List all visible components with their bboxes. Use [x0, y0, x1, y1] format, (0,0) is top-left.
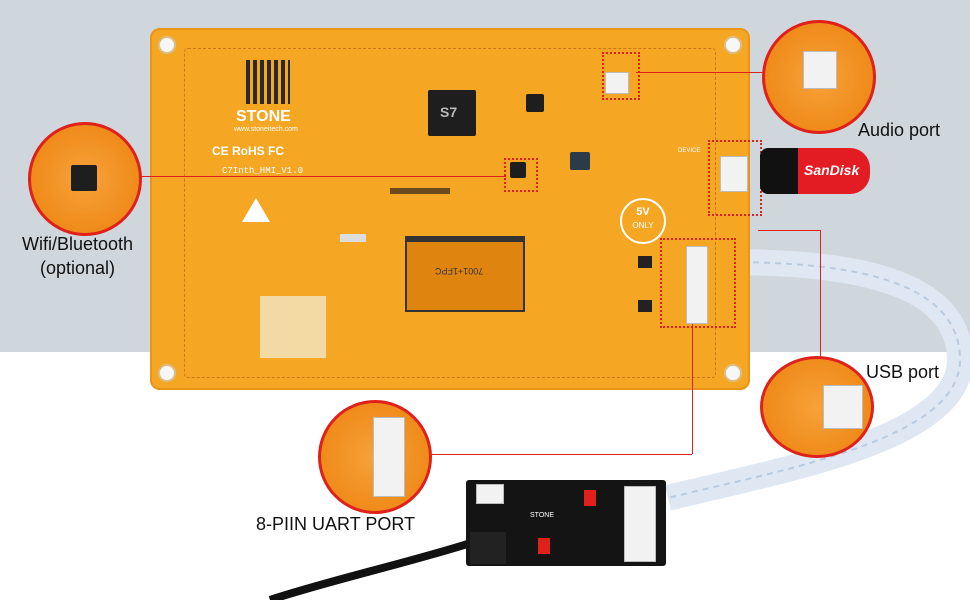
uart-connector: [686, 246, 708, 324]
mount-hole: [158, 364, 176, 382]
uart-port-label: 8-PIIN UART PORT: [256, 514, 416, 534]
usb-port-zoom: [760, 356, 874, 458]
uart-port-zoom: [318, 400, 432, 514]
audio-port-label: Audio port: [858, 120, 941, 140]
device-silkscreen: DEVICE: [678, 148, 701, 154]
main-processor-chip: S7: [428, 90, 476, 136]
qr-code: [246, 60, 290, 104]
usb-port: [720, 156, 748, 192]
inductor: [570, 152, 590, 170]
wifi-optional-label: (optional): [40, 258, 116, 278]
dc-jack: [470, 532, 506, 564]
usb-leader-line: [820, 230, 821, 358]
wifi-highlight: [504, 158, 538, 192]
uart-leader-line: [420, 454, 692, 455]
chip-label: S7: [440, 104, 458, 120]
5v-value: 5V: [636, 206, 650, 218]
usb-drive-brand: SanDisk: [804, 162, 860, 178]
mini-usb-port: [476, 484, 504, 504]
mount-hole: [158, 36, 176, 54]
wifi-zoom: [28, 122, 142, 236]
wifi-leader-line: [120, 176, 506, 177]
small-connector: [340, 234, 366, 242]
jumper: [584, 490, 596, 506]
fpc-label: 7001+1FPC: [435, 266, 484, 276]
5v-only-badge: 5V ONLY: [620, 198, 666, 244]
brand-silkscreen: STONE: [236, 108, 291, 125]
usb-port-label: USB port: [866, 362, 940, 382]
ground-pad: [260, 296, 326, 358]
audio-port-zoom: [762, 20, 876, 134]
mount-hole: [724, 36, 742, 54]
jumper: [538, 538, 550, 554]
uart-port-highlight: [660, 238, 736, 328]
uart-leader-line: [692, 324, 693, 454]
audio-leader-line: [636, 72, 766, 73]
cert-marks: CE RoHS FC: [212, 144, 284, 158]
usb-port-highlight: [708, 140, 762, 216]
model-silkscreen: C7Inth_HMI_V1.0: [222, 166, 304, 176]
esd-warning-icon: [242, 198, 270, 222]
usb-drive-cap: [760, 148, 798, 194]
mosfet: [638, 256, 652, 268]
debug-uart-connector: [624, 486, 656, 562]
mosfet: [638, 300, 652, 312]
usb-flash-drive: SanDisk: [760, 148, 870, 194]
ic-chip: [526, 94, 544, 112]
website-silkscreen: www.stoneitech.com: [234, 126, 298, 133]
fpc-connector: 7001+1FPC: [405, 236, 525, 312]
hmi-display-board: STONE www.stoneitech.com CE RoHS FC C7In…: [150, 28, 750, 390]
wifi-module-chip: [510, 162, 526, 178]
audio-port-highlight: [602, 52, 640, 100]
wifi-label: Wifi/Bluetooth: [22, 234, 134, 254]
debug-board-brand: STONE: [530, 512, 554, 519]
mount-hole: [724, 364, 742, 382]
trace-group: [390, 188, 450, 194]
uart-debug-board: STONE: [466, 480, 666, 566]
5v-text: ONLY: [632, 221, 654, 230]
usb-leader-line: [758, 230, 820, 231]
audio-connector: [605, 72, 629, 94]
display-outline: [184, 48, 716, 378]
